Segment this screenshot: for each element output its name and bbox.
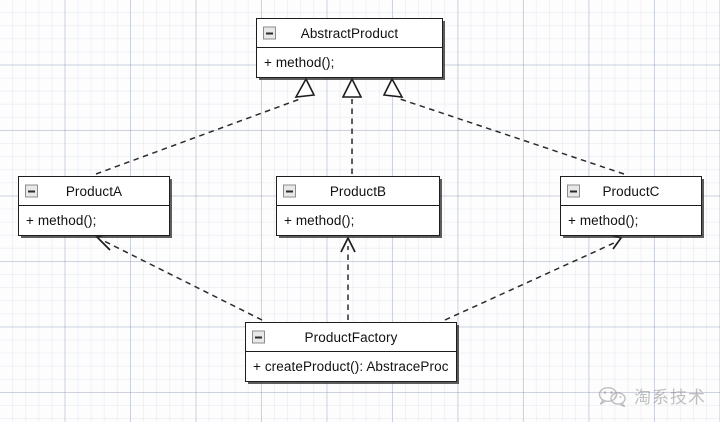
class-box-productfactory[interactable]: ProductFactory + createProduct(): Abstra… bbox=[245, 322, 457, 382]
relation-producta-extends-abstractproduct bbox=[95, 77, 316, 175]
watermark-text: 淘系技术 bbox=[634, 388, 706, 408]
wechat-logo-icon bbox=[598, 386, 626, 407]
relation-productfactory-uses-productb bbox=[340, 236, 356, 320]
class-name-label: ProductC bbox=[602, 183, 660, 199]
minus-box-icon[interactable] bbox=[25, 184, 38, 198]
class-name-label: ProductA bbox=[65, 183, 123, 199]
relation-productfactory-uses-productc bbox=[444, 233, 623, 321]
relation-productc-extends-abstractproduct bbox=[382, 77, 625, 175]
watermark: 淘系技术 bbox=[597, 383, 706, 408]
minus-box-icon[interactable] bbox=[252, 330, 265, 344]
member-label: + method(); bbox=[26, 213, 97, 228]
relation-productb-extends-abstractproduct bbox=[341, 77, 363, 174]
class-members-abstractproduct: + method(); bbox=[257, 48, 442, 77]
class-members-producta: + method(); bbox=[19, 206, 169, 235]
minus-box-icon[interactable] bbox=[263, 26, 276, 40]
class-header-abstractproduct: AbstractProduct bbox=[257, 19, 442, 48]
class-name-label: AbstractProduct bbox=[300, 25, 399, 41]
class-header-productfactory: ProductFactory bbox=[246, 323, 456, 352]
class-box-productb[interactable]: ProductB + method(); bbox=[276, 176, 440, 236]
class-name-label: ProductB bbox=[329, 183, 387, 199]
class-members-productfactory: + createProduct(): AbstraceProc bbox=[246, 352, 456, 381]
minus-box-icon[interactable] bbox=[567, 184, 580, 198]
class-header-productb: ProductB bbox=[277, 177, 439, 206]
class-members-productb: + method(); bbox=[277, 206, 439, 235]
class-members-productc: + method(); bbox=[561, 206, 701, 235]
class-box-producta[interactable]: ProductA + method(); bbox=[18, 176, 170, 236]
member-label: + method(); bbox=[264, 55, 335, 70]
member-label: + createProduct(): AbstraceProc bbox=[253, 359, 449, 374]
relation-productfactory-uses-producta bbox=[95, 233, 263, 321]
class-box-abstractproduct[interactable]: AbstractProduct + method(); bbox=[256, 18, 443, 78]
member-label: + method(); bbox=[284, 213, 355, 228]
class-box-productc[interactable]: ProductC + method(); bbox=[560, 176, 702, 236]
class-header-producta: ProductA bbox=[19, 177, 169, 206]
class-header-productc: ProductC bbox=[561, 177, 701, 206]
minus-box-icon[interactable] bbox=[283, 184, 296, 198]
class-name-label: ProductFactory bbox=[304, 329, 398, 345]
member-label: + method(); bbox=[568, 213, 639, 228]
